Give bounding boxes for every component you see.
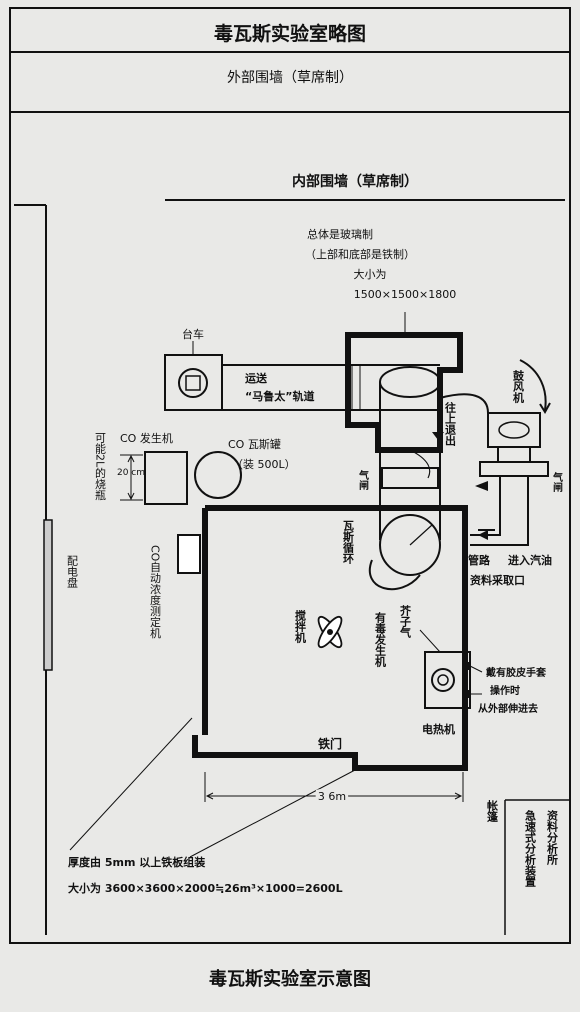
sample-label-1: 进入汽油 <box>508 553 552 567</box>
heater-box <box>424 651 471 709</box>
gas-circulation-label: 瓦斯循环 <box>342 520 355 565</box>
outer-wall-label: 外部围墙（草席制） <box>227 70 353 86</box>
thickness-note: 厚度由 5mm 以上铁板组装 <box>68 855 205 869</box>
chamber-material: 总体是玻璃制 <box>307 227 373 241</box>
cable-dim: 20 cm <box>117 468 145 478</box>
co-tank <box>194 451 242 499</box>
sample-label-2: 资料采取口 <box>470 573 525 587</box>
co-tank-label-2: （装 500L） <box>232 458 296 471</box>
track-label-1: 运送 <box>245 371 268 385</box>
chamber-size-label: 大小为 <box>354 267 387 281</box>
figure-caption: 毒瓦斯实验室示意图 <box>209 968 371 990</box>
glove-label-1: 戴有胶皮手套 <box>486 666 547 679</box>
gas-left-label: 气闸 <box>357 469 370 491</box>
main-chamber-wall <box>192 505 468 771</box>
fan-label: 鼓风机 <box>512 369 525 404</box>
co-meter-label: CO自动浓度测定机 <box>149 545 162 638</box>
mustard-gas-label: 芥子气 <box>399 604 413 639</box>
co-generator-label: CO 发生机 <box>120 431 173 445</box>
track-label-2: “马鲁太”轨道 <box>245 389 314 403</box>
curtain-label: 帐篷 <box>486 799 499 823</box>
cable-label: 可能2L的烧瓶 <box>94 432 107 500</box>
glove-label-3: 从外部伸进去 <box>478 702 538 715</box>
circulation-top <box>379 366 441 398</box>
pipe-label: 管路 <box>468 553 491 567</box>
gas-right-label: 气闸 <box>551 471 564 493</box>
power-panel-label: 配电盘 <box>66 555 79 588</box>
inject-label: 往上退出 <box>444 401 457 447</box>
heater-label: 电热机 <box>422 722 455 736</box>
co-meter-box <box>177 534 201 574</box>
power-panel-box <box>43 519 53 671</box>
fan-box <box>487 412 541 448</box>
co-generator-box <box>144 451 188 505</box>
dimension-label: 3 6m <box>318 790 346 803</box>
iron-door-label: 铁门 <box>318 736 342 751</box>
toxic-generator-label: 有毒发生机 <box>374 611 388 668</box>
cart-box <box>164 354 223 411</box>
chamber-size: 1500×1500×1800 <box>354 288 456 301</box>
glove-label-2: 操作时 <box>490 684 520 697</box>
analysis-label: 资料分析所 <box>546 809 559 866</box>
diagram-title: 毒瓦斯实验室略图 <box>214 22 366 45</box>
chamber-material-note: （上部和底部是铁制） <box>305 247 415 261</box>
co-tank-label-1: CO 瓦斯罐 <box>228 438 281 451</box>
outer-frame <box>9 7 571 944</box>
inner-wall-label: 内部围墙（草席制） <box>292 173 418 190</box>
analysis-device-label: 急速式分析装置 <box>524 809 538 887</box>
cart-label: 台车 <box>182 327 204 341</box>
volume-note: 大小为 3600×3600×2000≒26m³×1000=2600L <box>68 881 343 895</box>
stirrer-label: 搅拌机 <box>294 609 307 644</box>
